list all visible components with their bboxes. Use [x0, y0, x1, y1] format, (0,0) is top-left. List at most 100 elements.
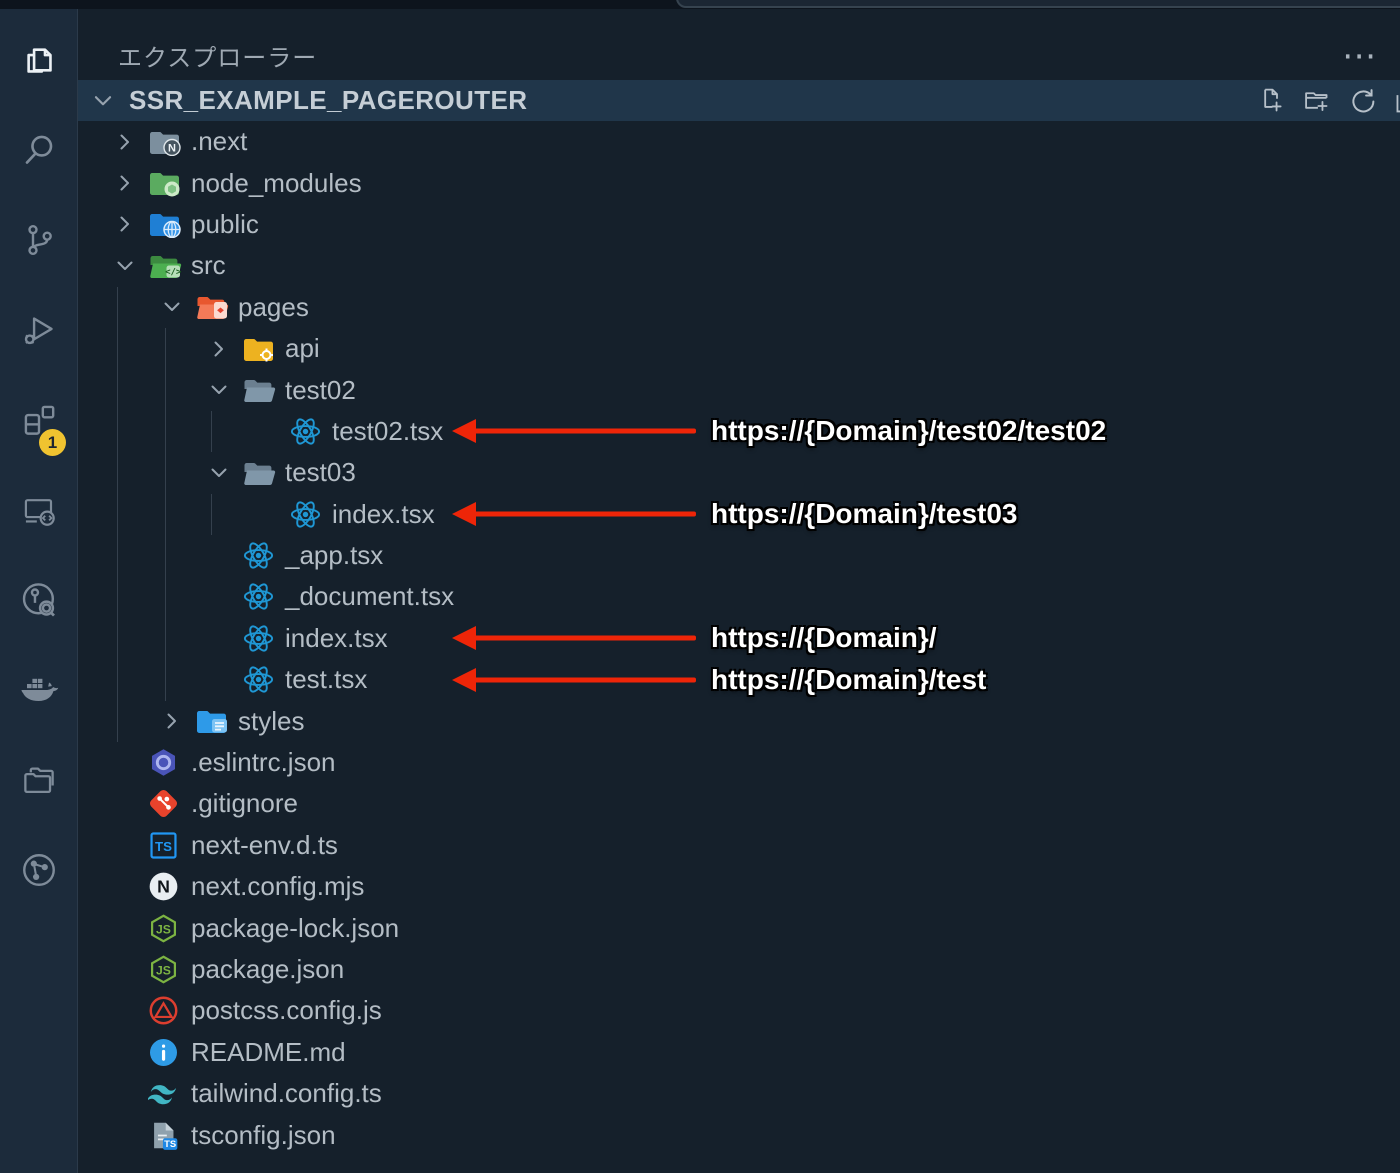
- files-icon: [21, 42, 57, 78]
- more-actions-icon[interactable]: ⋯: [1342, 36, 1376, 75]
- react-icon: [242, 622, 282, 654]
- tree-row-label: tailwind.config.ts: [191, 1078, 382, 1109]
- tree-row-postcss-config-js[interactable]: postcss.config.js: [78, 990, 1400, 1031]
- tree-row-next[interactable]: N.next: [78, 121, 1400, 162]
- activity-item-run-debug[interactable]: [0, 285, 77, 375]
- annotation-arrow-line: [474, 677, 696, 683]
- tree-row-src[interactable]: </>src: [78, 245, 1400, 286]
- react-icon: [242, 540, 282, 572]
- tree-row-label: test03: [285, 457, 356, 488]
- tree-row-label: package.json: [191, 954, 345, 984]
- annotation-arrow-head: [452, 502, 476, 527]
- tree-row-label: .eslintrc.json: [191, 747, 336, 778]
- tree-row-label: public: [191, 208, 259, 239]
- docker-icon: [19, 673, 59, 707]
- activity-item-remote-explorer[interactable]: [0, 465, 77, 555]
- tree-row-label: next-env.d.ts: [191, 829, 338, 860]
- chevron-right-icon[interactable]: [207, 337, 242, 361]
- chevron-right-icon[interactable]: [113, 130, 148, 154]
- chevron-down-icon[interactable]: [207, 378, 242, 402]
- svg-text:TS: TS: [164, 1138, 176, 1149]
- tree-row-label: pages: [238, 291, 309, 322]
- refresh-icon[interactable]: [1347, 86, 1377, 116]
- tree-row-node-modules[interactable]: node_modules: [78, 162, 1400, 203]
- readme-icon: [148, 1036, 188, 1068]
- tree-row-label: README.md: [191, 1036, 346, 1067]
- annotation-url: https://{Domain}/test03: [711, 498, 1018, 530]
- search-icon: [21, 132, 57, 168]
- project-manager-icon: [20, 762, 58, 798]
- folder-next-icon: N: [148, 126, 188, 158]
- activity-item-source-control[interactable]: [0, 195, 77, 285]
- activity-item-gitlens[interactable]: [0, 555, 77, 645]
- tree-row-public[interactable]: public: [78, 204, 1400, 245]
- git-icon: [148, 788, 188, 820]
- svg-text:</>: </>: [165, 267, 182, 277]
- section-actions: [1257, 80, 1400, 121]
- tree-row-test03[interactable]: test03: [78, 452, 1400, 493]
- activity-item-search[interactable]: [0, 105, 77, 195]
- tree-row-readme-md[interactable]: README.md: [78, 1032, 1400, 1073]
- activity-item-project-manager[interactable]: [0, 735, 77, 825]
- folder-src-icon: </>: [148, 250, 188, 282]
- explorer-title: エクスプローラー: [118, 45, 318, 72]
- activity-item-git-graph[interactable]: [0, 825, 77, 915]
- tree-row-tsconfig-json[interactable]: TS tsconfig.json: [78, 1114, 1400, 1155]
- tree-row-label: tsconfig.json: [191, 1119, 336, 1150]
- tree-row-document-tsx[interactable]: _document.tsx: [78, 576, 1400, 617]
- tree-row-tailwind-config-ts[interactable]: tailwind.config.ts: [78, 1073, 1400, 1114]
- source-control-icon: [21, 222, 57, 258]
- extensions-icon: [21, 402, 57, 438]
- nodejs-icon: JS: [148, 954, 188, 986]
- indent-guide: [211, 493, 212, 535]
- folder-pages-icon: [195, 291, 235, 323]
- chevron-right-icon[interactable]: [113, 212, 148, 236]
- tree-row-label: _app.tsx: [285, 540, 384, 571]
- tree-row-api[interactable]: api: [78, 328, 1400, 369]
- explorer-sidebar: エクスプローラー ⋯ SSR_EXAMPLE_PAGEROUTER N.next…: [78, 9, 1400, 1173]
- svg-text:JS: JS: [156, 963, 171, 977]
- chevron-down-icon[interactable]: [113, 254, 148, 278]
- tree-row-pages[interactable]: pages: [78, 287, 1400, 328]
- annotation-arrow-head: [452, 667, 476, 692]
- tree-row-label: _document.tsx: [285, 581, 455, 612]
- collapse-all-icon[interactable]: [1392, 86, 1400, 116]
- new-file-icon[interactable]: [1257, 86, 1287, 116]
- vscode-window: 1 エクスプローラー ⋯ SSR_EXAMPLE_PAGEROUTER N.ne…: [0, 9, 1400, 1173]
- tailwind-icon: [148, 1078, 188, 1110]
- tree-row-eslintrc-json[interactable]: .eslintrc.json: [78, 742, 1400, 783]
- activity-item-docker[interactable]: [0, 645, 77, 735]
- url-annotation: https://{Domain}/test03: [78, 494, 1400, 535]
- folder-node-modules-icon: [148, 167, 188, 199]
- section-title: SSR_EXAMPLE_PAGEROUTER: [129, 85, 528, 115]
- chevron-down-icon[interactable]: [160, 295, 195, 319]
- tree-row-package-json[interactable]: JS package.json: [78, 949, 1400, 990]
- ts-outline-icon: TS: [148, 829, 188, 861]
- react-icon: [289, 415, 329, 447]
- chevron-right-icon[interactable]: [113, 171, 148, 195]
- chevron-down-icon[interactable]: [207, 461, 242, 485]
- tree-row-test02[interactable]: test02: [78, 369, 1400, 410]
- tree-row-gitignore[interactable]: .gitignore: [78, 783, 1400, 824]
- section-header[interactable]: SSR_EXAMPLE_PAGEROUTER: [78, 80, 1400, 121]
- tree-row-app-tsx[interactable]: _app.tsx: [78, 535, 1400, 576]
- tree-row-label: .gitignore: [191, 788, 298, 819]
- chevron-right-icon[interactable]: [160, 709, 195, 733]
- activity-item-extensions[interactable]: 1: [0, 375, 77, 465]
- new-folder-icon[interactable]: [1302, 86, 1332, 116]
- tree-row-styles[interactable]: styles: [78, 700, 1400, 741]
- gitlens-icon: [20, 581, 58, 619]
- annotation-arrow-line: [474, 428, 696, 434]
- activity-item-explorer[interactable]: [0, 15, 77, 105]
- folder-plain-icon: [242, 374, 282, 406]
- title-bar: [0, 0, 1400, 9]
- folder-public-icon: [148, 208, 188, 240]
- annotation-arrow-line: [474, 635, 696, 641]
